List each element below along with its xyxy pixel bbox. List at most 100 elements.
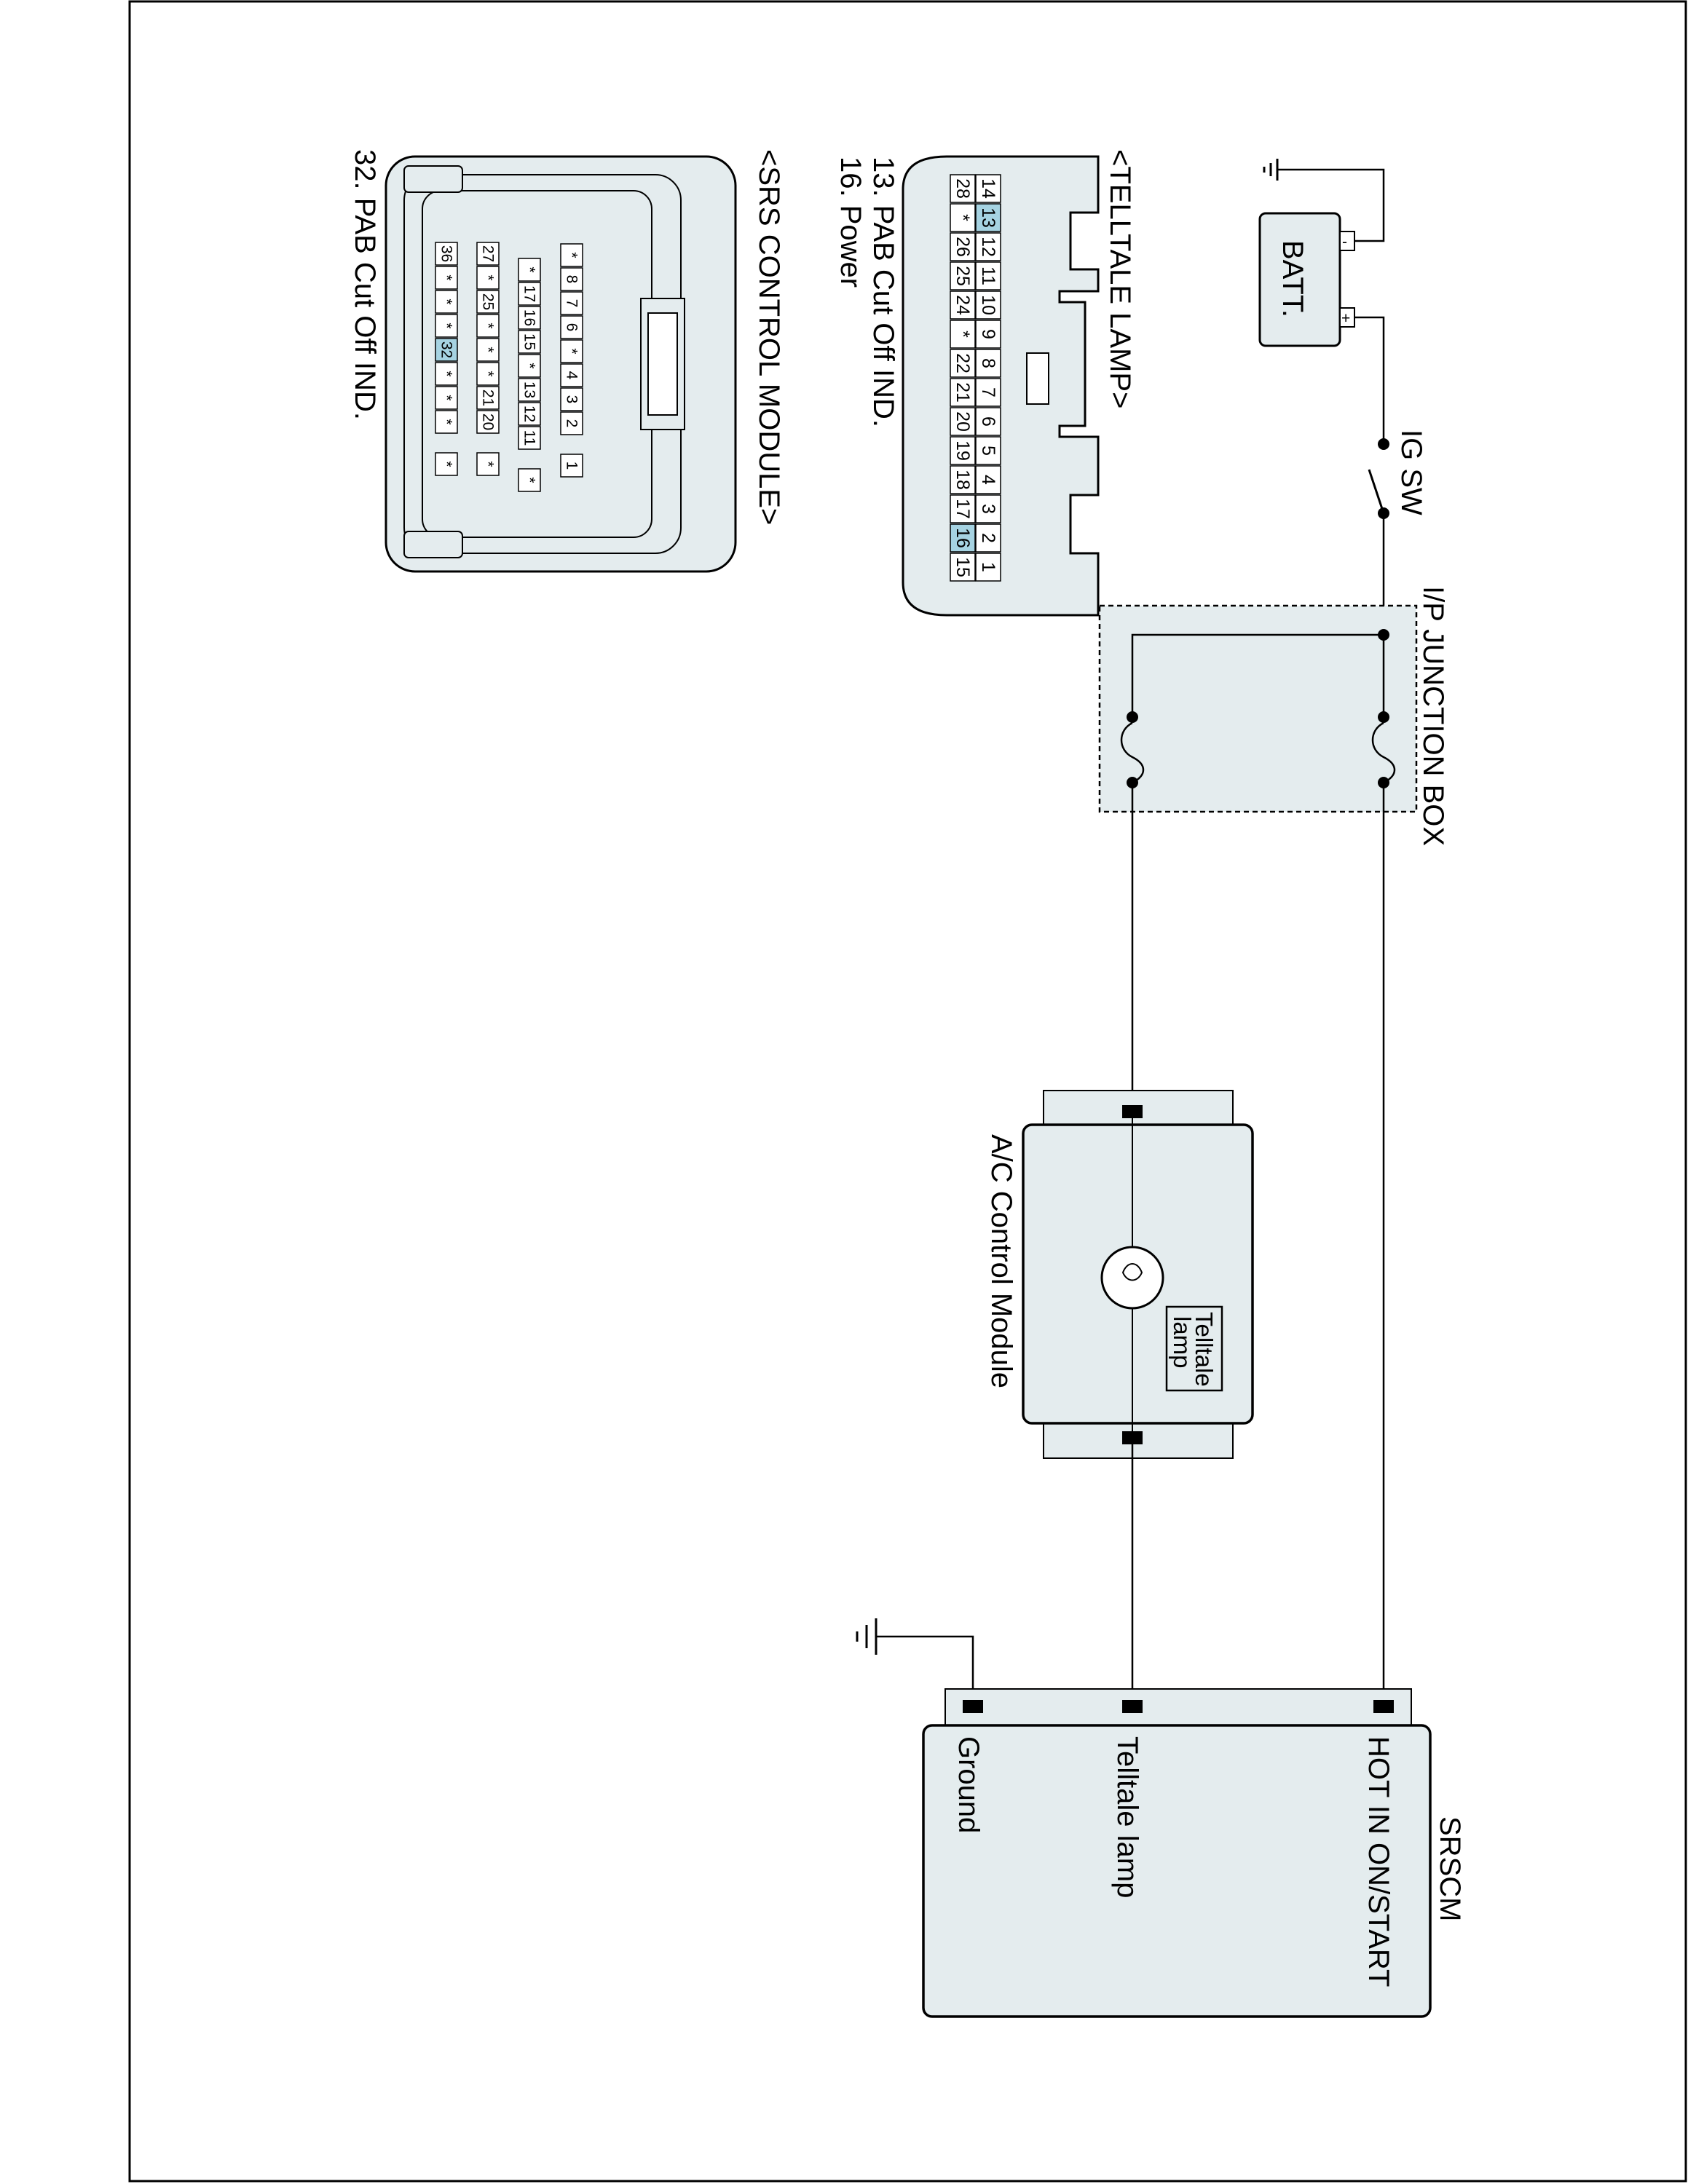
srs-pin: * (564, 252, 580, 258)
telltale-pin-cell (975, 494, 1001, 523)
srs-pin: 13 (521, 381, 538, 398)
telltale-pin-cell (975, 261, 1001, 290)
telltale-pin-cell (950, 378, 976, 407)
srs-connector-ear-bottom (403, 531, 463, 558)
srs-control-module-connector: *876*4321*171615*131211*27*25***2120*36*… (349, 149, 785, 573)
telltale-note-2: 16. Power (835, 157, 867, 288)
srs-pin: * (438, 395, 455, 400)
srs-pin-cell (560, 243, 583, 267)
srscm-pin-hot (1373, 1700, 1394, 1713)
srscm-box (922, 1724, 1432, 2018)
srs-pin-cell (435, 362, 458, 386)
srs-pin-cell (518, 354, 541, 378)
srs-pin: 3 (564, 395, 580, 404)
srs-pin: 16 (521, 309, 538, 326)
telltale-connector-title: <TELLTALE LAMP> (1104, 149, 1136, 408)
bulb-filament (1121, 1263, 1143, 1281)
junction-box-label: I/P JUNCTION BOX (1417, 586, 1449, 846)
telltale-pin-cell (975, 232, 1001, 261)
srs-pin-cell (560, 315, 583, 339)
telltale-pin-cell (950, 174, 976, 203)
srs-pin: * (438, 274, 455, 280)
srscm-pin-ground (963, 1700, 983, 1713)
fuse-right-icon (1371, 721, 1396, 784)
telltale-pin-cell (975, 465, 1001, 494)
telltale-pin-cell (950, 290, 976, 320)
battery-ground-wire (1277, 168, 1385, 242)
srs-pin: * (480, 371, 497, 376)
bulb-icon (1100, 1246, 1164, 1310)
srs-pin-cell (518, 330, 541, 354)
srs-pin-cell (476, 290, 500, 314)
srs-pin: 32 (438, 341, 455, 358)
srs-pin: * (480, 461, 497, 467)
srs-pin: 6 (564, 323, 580, 332)
telltale-connector-latch (1026, 352, 1049, 405)
srs-pin: * (438, 298, 455, 304)
srs-pin-cell (560, 387, 583, 411)
telltale-pin: 22 (953, 353, 973, 373)
ac-module-label: A/C Control Module (985, 1134, 1017, 1388)
srs-pin-cell (518, 378, 541, 402)
srs-pin: * (438, 419, 455, 424)
telltale-pin: * (953, 331, 973, 338)
srs-pin-cell (518, 282, 541, 306)
srs-pin: * (521, 266, 538, 272)
lamp-label-line2: lamp (1169, 1316, 1196, 1369)
fuse-left-icon (1120, 721, 1145, 784)
telltale-pin-cell (950, 261, 976, 290)
telltale-pin-cell (975, 174, 1001, 203)
srscm-pin-ground-label: Ground (953, 1736, 985, 1833)
srs-pin: * (438, 461, 455, 467)
srs-pin: 20 (480, 414, 497, 430)
srs-connector-title: <SRS CONTROL MODULE> (753, 149, 785, 525)
srs-pin-cell (435, 314, 458, 338)
srs-pin: 21 (480, 389, 497, 406)
telltale-pin: 15 (953, 557, 973, 577)
telltale-pin-cell (975, 349, 1001, 378)
telltale-pin: 7 (978, 387, 998, 397)
telltale-pin: 19 (953, 440, 973, 461)
telltale-pin-cell (975, 523, 1001, 553)
telltale-pin: 4 (978, 475, 998, 485)
telltale-pin: 5 (978, 446, 998, 456)
srs-pin: * (521, 363, 538, 368)
telltale-pin: 1 (978, 562, 998, 572)
srs-pin-cell (435, 386, 458, 410)
telltale-pin: 6 (978, 416, 998, 427)
srs-pin-cell (476, 386, 500, 410)
srscm-pin-telltale-label: Telltale lamp (1111, 1736, 1143, 1898)
srs-pin-cell (518, 258, 541, 282)
telltale-pin-cell (975, 290, 1001, 320)
telltale-pin: 13 (978, 207, 998, 228)
srs-pin-cell (560, 339, 583, 363)
srs-pin-cell (476, 266, 500, 290)
srs-connector-ear-top (403, 165, 463, 193)
srs-pin-cell (435, 290, 458, 314)
srs-pin: 25 (480, 293, 497, 310)
ground-icon (856, 1618, 877, 1655)
telltale-pin: 24 (953, 295, 973, 315)
srs-pin: 1 (564, 462, 580, 470)
telltale-pin: 28 (953, 178, 973, 199)
srs-pin: 2 (564, 419, 580, 428)
junction-bus (1131, 633, 1384, 717)
igsw-terminal-a (1378, 438, 1389, 450)
srs-pin-cell (476, 242, 500, 266)
telltale-pin: 3 (978, 504, 998, 514)
srs-pin-grid: *876*4321*171615*131211*27*25***2120*36*… (435, 242, 583, 492)
srs-pin-cell (435, 242, 458, 266)
srs-connector-latch-inner (647, 312, 678, 416)
battery: BATT. - + (1258, 212, 1355, 347)
srs-pin-cell (518, 468, 541, 492)
telltale-pin-cell (950, 320, 976, 349)
srs-pin-cell (476, 410, 500, 434)
battery-neg-sign: - (1342, 234, 1347, 250)
telltale-pin-cell (950, 407, 976, 436)
srs-pin-cell (476, 338, 500, 362)
fuse-left-in (1127, 711, 1138, 723)
junction-box-outline (1098, 604, 1418, 813)
ground-icon (1263, 159, 1279, 181)
srscm-ground-wire (876, 1635, 974, 1706)
